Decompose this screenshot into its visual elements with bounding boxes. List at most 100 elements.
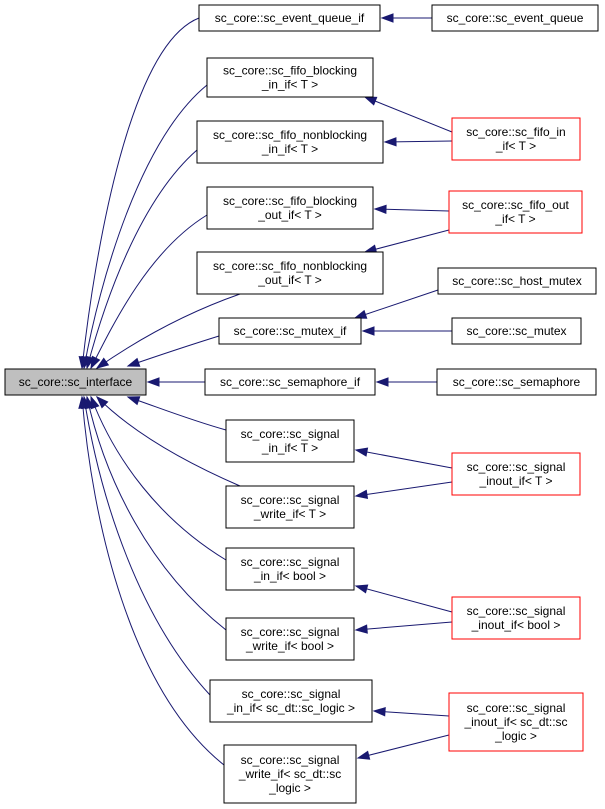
- edge-line: [357, 734, 450, 759]
- edge-line: [96, 293, 241, 369]
- node-signal-in-if-logic[interactable]: sc_core::sc_signal_in_if< sc_dt::sc_logi…: [209, 679, 373, 723]
- edge-line: [81, 396, 225, 766]
- node-fifo-out-if[interactable]: sc_core::sc_fifo_out_if< T >: [448, 190, 583, 234]
- node-fifo-in-if[interactable]: sc_core::sc_fifo_in_if< T >: [451, 117, 581, 161]
- node-box[interactable]: [451, 452, 581, 496]
- edge-line: [81, 17, 200, 369]
- node-signal-in-if-T[interactable]: sc_core::sc_signal_in_if< T >: [225, 419, 355, 463]
- node-box[interactable]: [198, 4, 381, 32]
- node-label-line: _write_if< sc_dt::sc: [238, 767, 341, 781]
- node-box[interactable]: [451, 317, 582, 345]
- node-box[interactable]: [437, 267, 597, 295]
- node-box[interactable]: [448, 190, 583, 234]
- edge-signal_write_if_T-to-sc_interface: [95, 395, 241, 487]
- node-semaphore-if[interactable]: sc_core::sc_semaphore_if: [204, 368, 376, 396]
- arrow-head-icon: [126, 357, 141, 367]
- node-box[interactable]: [196, 251, 384, 295]
- node-label-line: _write_if< bool >: [245, 639, 334, 653]
- edge-line: [127, 396, 227, 431]
- node-label-line: sc_core::sc_signal: [467, 604, 566, 618]
- edge-signal_in_if_T-to-sc_interface: [126, 396, 227, 431]
- edge-fifo_nonblocking_out_if-to-sc_interface: [95, 293, 241, 369]
- node-signal-write-if-logic[interactable]: sc_core::sc_signal_write_if< sc_dt::sc_l…: [223, 744, 357, 804]
- arrow-head-icon: [354, 624, 368, 634]
- node-signal-inout-if-bool[interactable]: sc_core::sc_signal_inout_if< bool >: [451, 596, 581, 640]
- node-fifo-blocking-out-if[interactable]: sc_core::sc_fifo_blocking_out_if< T >: [206, 186, 374, 230]
- node-box[interactable]: [206, 57, 374, 98]
- node-box[interactable]: [225, 419, 355, 463]
- node-signal-inout-if-logic[interactable]: sc_core::sc_signal_inout_if< sc_dt::sc_l…: [448, 692, 584, 752]
- node-label-line: _write_if< T >: [253, 507, 326, 521]
- node-box[interactable]: [431, 4, 599, 32]
- node-box[interactable]: [204, 368, 376, 396]
- node-box[interactable]: [223, 744, 357, 804]
- node-label-line: _out_if< T >: [257, 273, 322, 287]
- node-label-line: _if< T >: [495, 139, 536, 153]
- node-box[interactable]: [218, 317, 362, 345]
- edge-line: [354, 289, 439, 319]
- node-label-line: _inout_if< bool >: [471, 618, 561, 632]
- node-box[interactable]: [225, 485, 355, 529]
- edge-line: [355, 449, 453, 469]
- node-signal-write-if-bool[interactable]: sc_core::sc_signal_write_if< bool >: [225, 617, 355, 661]
- node-mutex[interactable]: sc_core::sc_mutex: [451, 317, 582, 345]
- node-event-queue-if[interactable]: sc_core::sc_event_queue_if: [198, 4, 381, 32]
- node-label-line: _in_if< bool >: [253, 569, 326, 583]
- node-mutex-if[interactable]: sc_core::sc_mutex_if: [218, 317, 362, 345]
- node-label-line: _logic >: [268, 781, 311, 795]
- node-box[interactable]: [448, 692, 584, 752]
- node-box[interactable]: [225, 547, 355, 591]
- node-label-line: sc_core::sc_mutex_if: [234, 324, 347, 338]
- node-signal-in-if-bool[interactable]: sc_core::sc_signal_in_if< bool >: [225, 547, 355, 591]
- node-signal-inout-if-T[interactable]: sc_core::sc_signal_inout_if< T >: [451, 452, 581, 496]
- node-label-line: sc_core::sc_interface: [19, 375, 133, 389]
- node-host-mutex[interactable]: sc_core::sc_host_mutex: [437, 267, 597, 295]
- node-label-line: sc_core::sc_signal: [241, 427, 340, 441]
- node-box[interactable]: [209, 679, 373, 723]
- node-box[interactable]: [225, 617, 355, 661]
- arrow-head-icon: [373, 204, 387, 215]
- node-label-line: _logic >: [494, 729, 537, 743]
- edge-semaphore-to-semaphore_if: [375, 377, 437, 387]
- node-event-queue[interactable]: sc_core::sc_event_queue: [431, 4, 599, 32]
- node-label-line: _in_if< T >: [261, 142, 318, 156]
- arrow-head-icon: [95, 357, 110, 369]
- node-box[interactable]: [206, 186, 374, 230]
- node-sc-interface[interactable]: sc_core::sc_interface: [4, 368, 147, 396]
- edge-line: [86, 149, 198, 369]
- node-fifo-nonblocking-in-if[interactable]: sc_core::sc_fifo_nonblocking_in_if< T >: [196, 120, 384, 164]
- node-signal-write-if-T[interactable]: sc_core::sc_signal_write_if< T >: [225, 485, 355, 529]
- arrow-head-icon: [354, 447, 369, 457]
- edge-line: [355, 621, 453, 631]
- arrow-head-icon: [375, 377, 389, 387]
- edge-line: [83, 396, 211, 696]
- node-box[interactable]: [451, 117, 581, 161]
- node-box[interactable]: [436, 368, 597, 396]
- node-box[interactable]: [451, 596, 581, 640]
- node-semaphore[interactable]: sc_core::sc_semaphore: [436, 368, 597, 396]
- node-label-line: _in_if< T >: [261, 441, 318, 455]
- edge-fifo_nonblocking_in_if-to-sc_interface: [85, 149, 198, 370]
- node-fifo-blocking-in-if[interactable]: sc_core::sc_fifo_blocking_in_if< T >: [206, 57, 374, 98]
- edges-layer: [78, 13, 453, 766]
- edge-fifo_blocking_out_if-to-sc_interface: [90, 214, 208, 370]
- arrow-head-icon: [78, 395, 88, 409]
- edge-line: [90, 396, 227, 561]
- arrow-head-icon: [95, 395, 109, 409]
- node-box[interactable]: [196, 120, 384, 164]
- edge-signal_inout_if_bool-to-signal_write_if_bool: [354, 621, 453, 634]
- edge-fifo_out_if-to-fifo_blocking_out_if: [373, 204, 450, 215]
- arrow-head-icon: [380, 13, 394, 23]
- edge-fifo_out_if-to-fifo_nonblocking_out_if: [363, 229, 450, 254]
- edge-signal_inout_if_T-to-signal_write_if_T: [354, 481, 453, 500]
- nodes-layer: sc_core::sc_interface sc_core::sc_event_q…: [4, 4, 599, 804]
- node-label-line: sc_core::sc_fifo_out: [462, 198, 569, 212]
- edge-fifo_in_if-to-fifo_nonblocking_in_if: [383, 137, 453, 147]
- edge-signal_in_if_logic-to-sc_interface: [81, 395, 211, 696]
- edge-line: [374, 208, 450, 212]
- edge-line: [90, 214, 208, 369]
- node-box[interactable]: [4, 368, 147, 396]
- node-fifo-nonblocking-out-if[interactable]: sc_core::sc_fifo_nonblocking_out_if< T >: [196, 251, 384, 295]
- node-label-line: sc_core::sc_signal: [241, 493, 340, 507]
